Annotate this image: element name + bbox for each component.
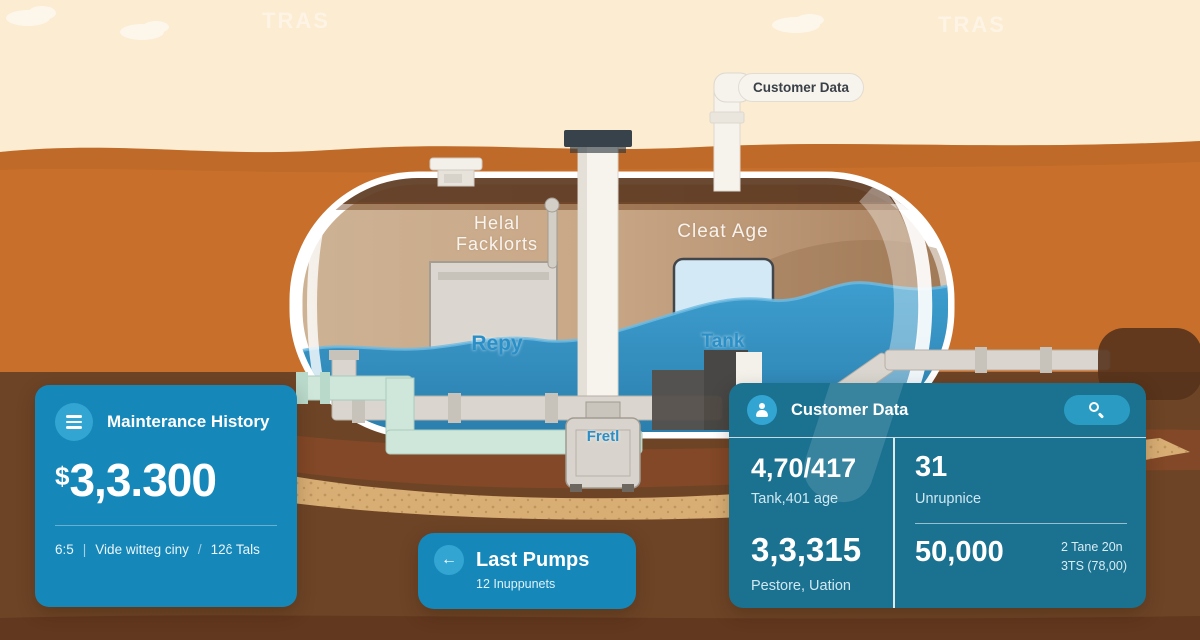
footer-separator: /: [197, 542, 202, 557]
access-lid: [429, 157, 483, 187]
watermark-text: TRAS: [938, 12, 1006, 37]
stat-block: 4,70/417 Tank,401 age: [751, 453, 881, 508]
vent-label-pill: Customer Data: [738, 73, 864, 102]
currency-symbol: $: [55, 461, 70, 491]
tank-label-left: Helal Facklorts: [455, 213, 538, 254]
user-icon: [747, 395, 777, 425]
stat-block: 50,000 2 Tane 20n 3TS (78,00): [915, 538, 1127, 577]
stat-value: 50,000: [915, 536, 1004, 568]
search-button[interactable]: [1064, 395, 1130, 425]
customer-card-title: Customer Data: [791, 400, 909, 419]
tank-box-label: Tank: [701, 331, 745, 352]
search-icon: [1089, 402, 1105, 419]
tank-top-soil: [296, 178, 948, 204]
tunnel-opening: [1098, 328, 1200, 400]
footer-stat-left: 6:5: [55, 542, 74, 557]
back-arrow-icon[interactable]: ←: [434, 545, 464, 575]
maintenance-card-title: Mainterance History: [107, 412, 270, 431]
white-pipe-stub: [736, 352, 762, 386]
clouds: [6, 6, 824, 40]
column-divider: [893, 438, 895, 608]
compartment-label: Repy: [471, 332, 523, 355]
back-arrow-glyph: ←: [441, 551, 457, 568]
last-pumps-subtitle: 12 Inuppunets: [476, 577, 556, 591]
watermark-text: TRAS: [262, 8, 330, 33]
underground-pipes: [296, 328, 1200, 492]
customer-data-card: Customer Data 4,70/417 Tank,401 age 3,3,…: [729, 383, 1146, 608]
stat-label: Unrupnice: [915, 491, 982, 507]
maintenance-history-card: Mainterance History $ 3,3.300 6:5 | Vide…: [35, 385, 297, 607]
stat-value: 3,3,315: [751, 531, 862, 568]
stat-note: 2 Tane 20n 3TS (78,00): [1061, 538, 1127, 577]
footer-stat-middle: Vide witteg ciny: [95, 542, 189, 557]
stat-divider: [915, 523, 1127, 524]
pump-label: Fretl: [586, 428, 620, 445]
stat-block: 3,3,315 Pestore, Uation: [751, 533, 881, 594]
maintenance-amount: $ 3,3.300: [55, 457, 277, 503]
maintenance-value: 3,3.300: [69, 454, 216, 506]
note-line: 3TS (78,00): [1060, 559, 1127, 574]
pump-unit: [565, 401, 641, 492]
tank-label-right: Cleat Age: [677, 221, 769, 242]
stat-value: 31: [915, 451, 948, 483]
stat-label: Pestore, Uation: [751, 578, 851, 594]
footer-stat-right: 12ĉ Tals: [210, 542, 260, 557]
stat-block: 31 Unrupnice: [915, 451, 1127, 508]
vent-label: Customer Data: [752, 80, 850, 95]
card-divider: [55, 525, 277, 526]
stat-label: Tank,401 age: [751, 491, 839, 507]
last-pumps-card: ← Last Pumps 12 Inuppunets: [418, 533, 636, 609]
maintenance-footer: 6:5 | Vide witteg ciny / 12ĉ Tals: [55, 542, 277, 557]
note-line: 2 Tane 20n: [1060, 540, 1123, 554]
stat-value: 4,70/417: [751, 453, 857, 483]
footer-separator: |: [82, 542, 87, 557]
soil-bottom-strip: [0, 615, 1200, 640]
sand-speckles: [250, 438, 1190, 520]
list-icon: [55, 403, 93, 441]
last-pumps-title: Last Pumps: [476, 548, 590, 571]
